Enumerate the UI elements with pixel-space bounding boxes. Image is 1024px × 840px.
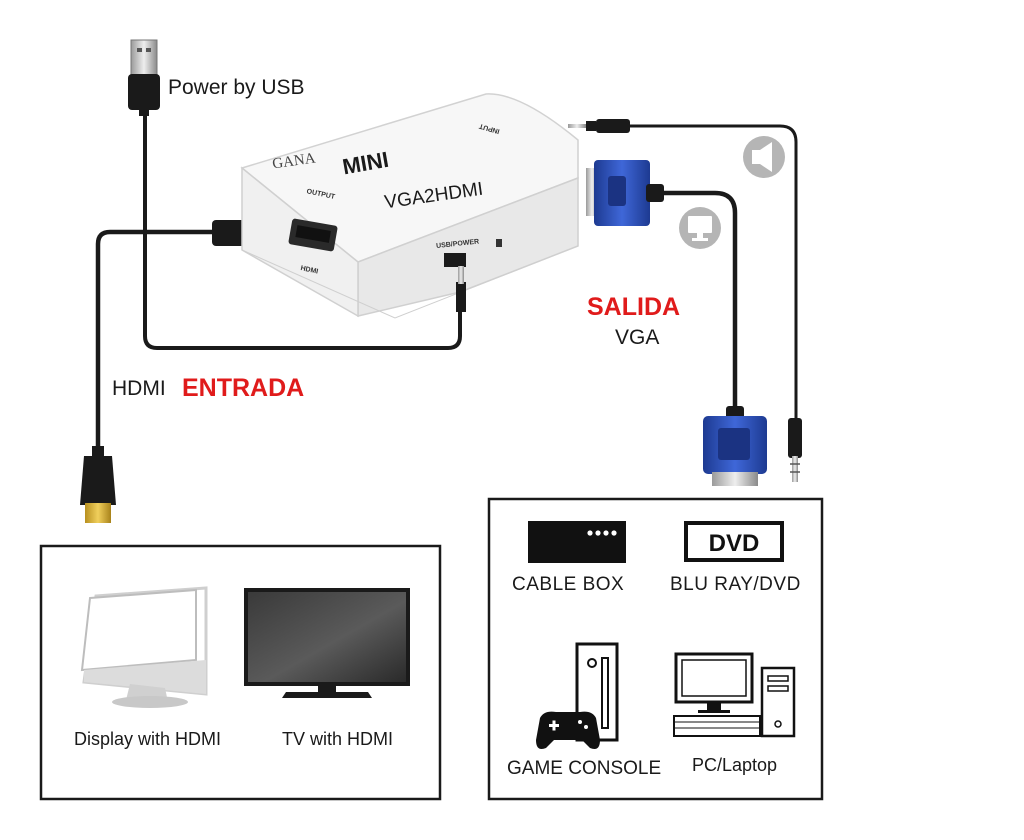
cable-box-icon: [528, 521, 626, 563]
monitor-icon: [80, 586, 208, 708]
power-by-usb-label: Power by USB: [168, 76, 305, 99]
usb-plug-icon: [128, 39, 160, 116]
adapter-port-hdmi: HDMI: [300, 265, 319, 276]
audio-cable: [628, 124, 798, 420]
desktop-pc-icon: [673, 652, 796, 738]
game-console-icon: [536, 642, 619, 749]
blu-ray-dvd-label: BLU RAY/DVD: [670, 574, 801, 595]
game-console-label: GAME CONSOLE: [507, 758, 662, 779]
adapter-port-usb: USB/POWER: [436, 238, 480, 249]
monitor-small-icon: [679, 207, 721, 249]
adapter-brand: GANA: [271, 151, 316, 173]
vga-plug-end-icon: [703, 406, 767, 486]
dvd-badge: DVD: [709, 530, 760, 557]
cable-box-label: CABLE BOX: [512, 574, 625, 595]
tv-with-hdmi-label: TV with HDMI: [282, 729, 394, 749]
dvd-player-icon: [684, 521, 784, 562]
salida-label: SALIDA: [587, 293, 681, 321]
entrada-label: ENTRADA: [182, 374, 305, 402]
hdmi-label: HDMI: [112, 377, 166, 400]
usb-power-cable: [143, 112, 462, 350]
hdmi-plug-end-icon: [80, 446, 116, 523]
vga-plug-icon: [586, 160, 664, 226]
hdmi-cable: [95, 229, 215, 450]
tv-icon: [244, 588, 410, 698]
pc-laptop-label: PC/Laptop: [692, 755, 778, 775]
vga-label: VGA: [615, 326, 660, 349]
audio-jack-end-icon: [788, 418, 802, 482]
adapter-box: [240, 93, 579, 319]
display-with-hdmi-label: Display with HDMI: [74, 729, 222, 749]
speaker-icon: [743, 136, 785, 178]
audio-jack-icon: [568, 119, 630, 133]
vga-cable: [662, 190, 738, 412]
